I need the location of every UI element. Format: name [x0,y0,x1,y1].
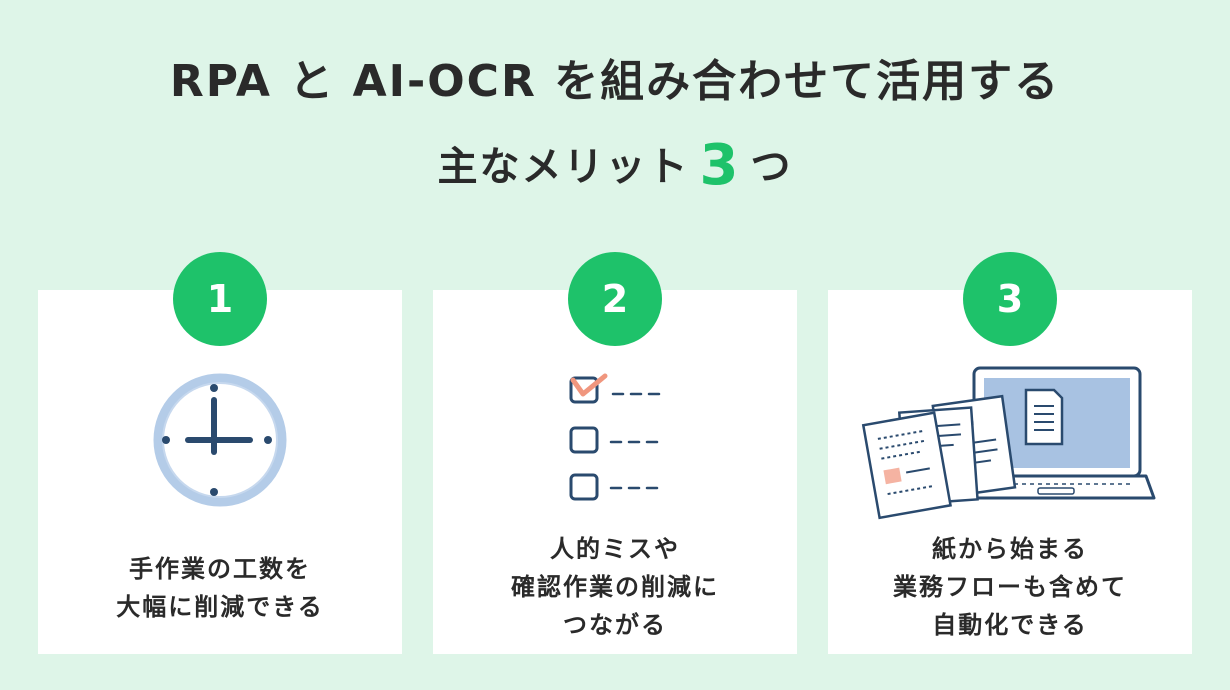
merit-line: 確認作業の削減に [511,573,719,601]
merit-description: 手作業の工数を 大幅に削減できる [38,550,402,626]
merit-line: 業務フローも含めて [893,573,1127,601]
merit-line: 自動化できる [932,611,1088,639]
merit-line: 手作業の工数を [129,555,311,583]
page-title: RPA と AI-OCR を組み合わせて活用する [169,56,1061,107]
merit-line: 大幅に削減できる [116,593,324,621]
merit-line: 紙から始まる [932,535,1088,563]
merit-card-2: 2 人的ミスや 確認作業の削減に つながる [433,252,797,654]
merit-number-badge: 2 [568,252,662,346]
merit-line: 人的ミスや [550,535,680,563]
checklist-icon [569,373,661,501]
subtitle-suffix: つ [750,144,793,190]
laptop-documents-icon [861,366,1156,520]
merit-description: 人的ミスや 確認作業の削減に つながる [433,530,797,644]
merit-card-1: 1 手作業の工数を 大幅に削減できる [38,252,402,654]
merit-description: 紙から始まる 業務フローも含めて 自動化できる [828,530,1192,644]
subtitle-number: 3 [699,133,741,198]
merit-number-badge: 3 [963,252,1057,346]
subtitle-prefix: 主なメリット [437,144,690,190]
clock-icon [153,373,287,507]
merit-line: つながる [563,611,667,639]
merit-number-badge: 1 [173,252,267,346]
merit-card-3: 3 [828,252,1192,654]
